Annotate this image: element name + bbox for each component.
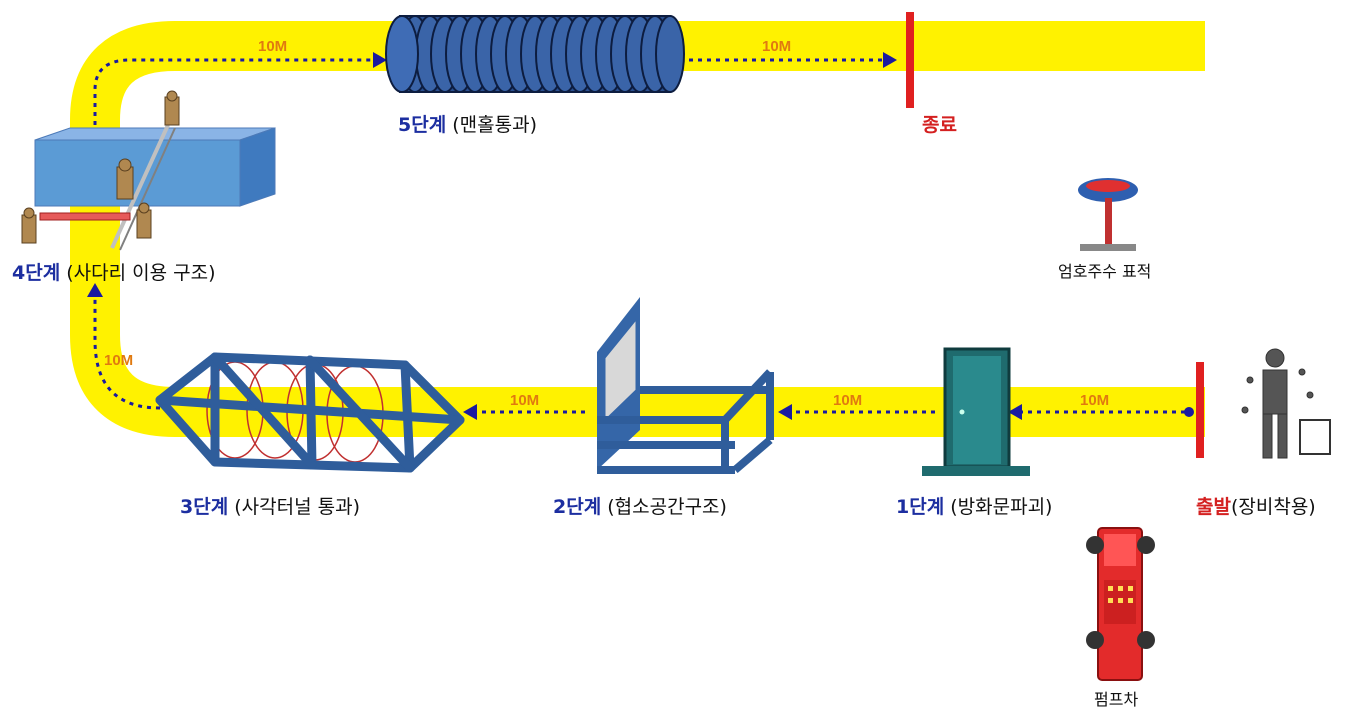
start-marker <box>1196 362 1204 458</box>
start-label: 출발(장비착용) <box>1196 492 1316 519</box>
firefighter-figure <box>21 90 180 244</box>
distance-label: 10M <box>104 352 134 369</box>
finish-label: 종료 <box>922 110 957 137</box>
distance-label: 10M <box>1080 392 1110 409</box>
stage-1-label: 1단계 (방화문파괴) <box>896 492 1052 519</box>
narrow-space-frame <box>597 297 774 474</box>
square-tunnel-frame <box>155 352 465 473</box>
start-word: 출발 <box>1196 496 1231 518</box>
equipment-figure <box>1241 348 1331 459</box>
stage-4-label: 4단계 (사다리 이용 구조) <box>12 258 216 285</box>
distance-label: 10M <box>510 392 540 409</box>
stage-number: 5단계 <box>398 114 447 136</box>
fire-door <box>922 347 1030 476</box>
route-arrows <box>93 58 1185 414</box>
stage-desc: (협소공간구조) <box>607 496 727 518</box>
ladder-rescue-block <box>21 90 276 251</box>
stage-desc: (맨홀통과) <box>452 114 537 136</box>
pump-truck <box>1086 527 1155 681</box>
distance-label: 10M <box>762 38 792 55</box>
distance-label: 10M <box>833 392 863 409</box>
target-post <box>1078 178 1138 251</box>
stage-desc: (방화문파괴) <box>950 496 1053 518</box>
stage-desc: (사각터널 통과) <box>234 496 360 518</box>
stretcher <box>39 212 131 221</box>
pump-truck-label: 펌프차 <box>1094 690 1139 709</box>
arrow-3-to-4 <box>93 295 161 410</box>
stage-number: 4단계 <box>12 262 61 284</box>
tunnel-ring <box>655 15 685 93</box>
arrow-heads <box>87 52 1022 420</box>
distance-label: 10M <box>258 38 288 55</box>
stage-2-label: 2단계 (협소공간구조) <box>553 492 727 519</box>
finish-word: 종료 <box>922 114 957 136</box>
stage-number: 3단계 <box>180 496 229 518</box>
stage-3-label: 3단계 (사각터널 통과) <box>180 492 360 519</box>
finish-marker <box>906 12 914 108</box>
stage-5-label: 5단계 (맨홀통과) <box>398 110 537 137</box>
ladder <box>110 124 170 249</box>
stage-desc: (사다리 이용 구조) <box>66 262 216 284</box>
target-label: 엄호주수 표적 <box>1058 262 1152 281</box>
stage-number: 2단계 <box>553 496 602 518</box>
stage-number: 1단계 <box>896 496 945 518</box>
start-desc: (장비착용) <box>1230 496 1316 518</box>
manhole-tunnel <box>385 15 685 93</box>
start-dot <box>1184 407 1194 417</box>
